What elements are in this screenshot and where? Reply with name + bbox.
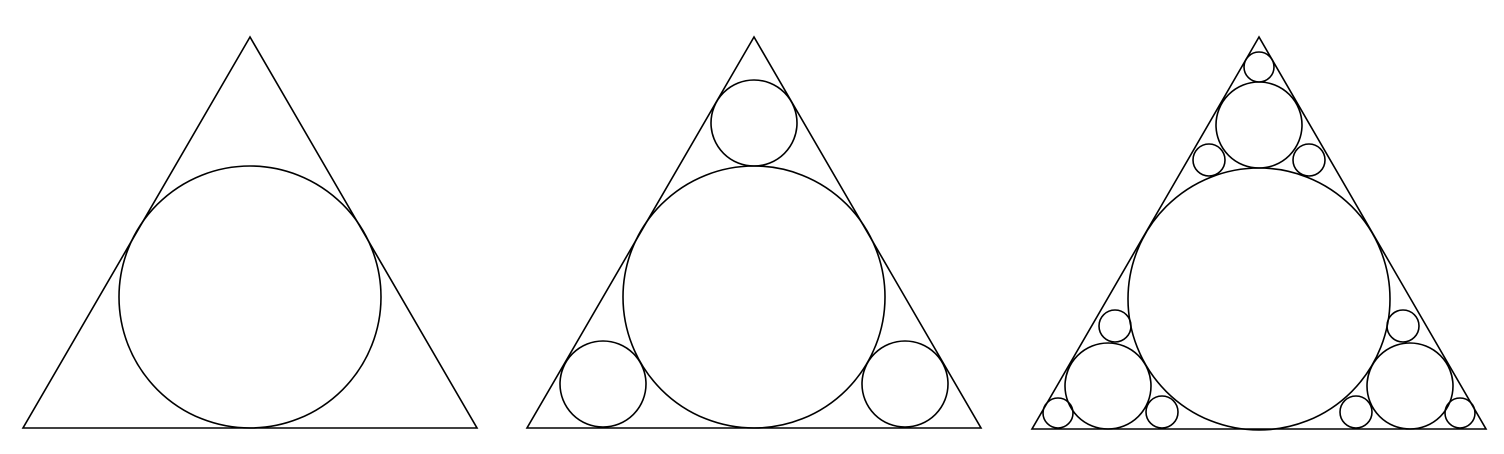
panel-iteration-0 (21, 35, 479, 429)
triangle-1 (21, 35, 479, 429)
left-apex-circle-3 (1042, 397, 1074, 429)
right-circle-2 (861, 340, 949, 428)
right-bottom-side-circle-3 (1339, 395, 1373, 429)
left-circle-2 (559, 340, 647, 428)
right-circle-3 (1366, 342, 1454, 430)
top-circle-3 (1215, 81, 1303, 169)
left-upper-side-circle-3 (1098, 309, 1132, 343)
right-upper-side-circle-3 (1386, 309, 1420, 343)
top-apex-circle-3 (1243, 51, 1275, 83)
left-bottom-side-circle-3 (1145, 395, 1179, 429)
top-left-side-circle-3 (1192, 143, 1226, 177)
triangle-2 (525, 35, 983, 429)
incircle-2 (622, 165, 886, 429)
triangle-3 (1030, 35, 1488, 430)
right-apex-circle-3 (1444, 397, 1476, 429)
incircle-1 (118, 165, 382, 429)
left-circle-3 (1064, 342, 1152, 430)
panel-iteration-1 (525, 35, 983, 429)
top-circle-2 (710, 79, 798, 167)
panel-iteration-2 (1030, 35, 1488, 431)
incircle-3 (1127, 167, 1391, 431)
top-right-side-circle-3 (1292, 143, 1326, 177)
